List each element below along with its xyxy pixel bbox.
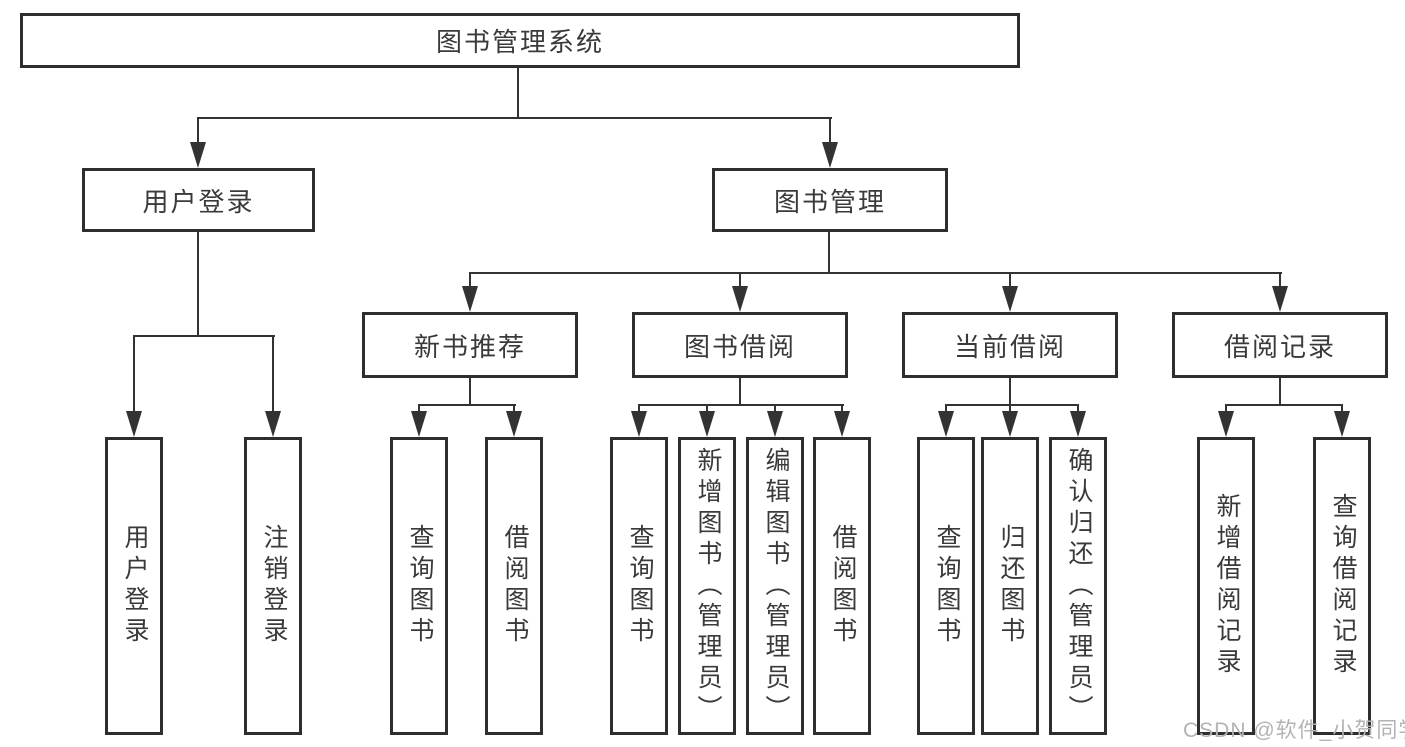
- leaf-borrow-add-book-admin: 新增图书（管理员）: [678, 437, 736, 735]
- leaf-records-query-record: 查询借阅记录: [1313, 437, 1371, 735]
- line: [638, 406, 640, 413]
- line: [774, 406, 776, 413]
- line: [133, 335, 275, 337]
- line: [272, 337, 274, 413]
- line: [197, 117, 832, 119]
- node-user-login: 用户登录: [82, 168, 315, 232]
- arrowhead-down-icon: [938, 411, 954, 437]
- line: [469, 274, 471, 288]
- leaf-borrow-edit-book-admin: 编辑图书（管理员）: [746, 437, 804, 735]
- leaf-current-return-book: 归还图书: [981, 437, 1039, 735]
- arrowhead-down-icon: [462, 286, 478, 312]
- line: [1225, 404, 1343, 406]
- line: [945, 404, 1079, 406]
- arrowhead-down-icon: [506, 411, 522, 437]
- leaf-logout-login: 注销登录: [244, 437, 302, 735]
- line: [197, 119, 199, 145]
- arrowhead-down-icon: [1272, 286, 1288, 312]
- line: [1077, 406, 1079, 413]
- arrowhead-down-icon: [1070, 411, 1086, 437]
- line: [1279, 378, 1281, 406]
- leaf-records-add-record: 新增借阅记录: [1197, 437, 1255, 735]
- arrowhead-down-icon: [1002, 286, 1018, 312]
- arrowhead-down-icon: [190, 142, 206, 168]
- arrowhead-down-icon: [411, 411, 427, 437]
- leaf-newbooks-borrow-book: 借阅图书: [485, 437, 543, 735]
- node-root-library-system: 图书管理系统: [20, 13, 1020, 68]
- arrowhead-down-icon: [1334, 411, 1350, 437]
- arrowhead-down-icon: [767, 411, 783, 437]
- line: [1009, 274, 1011, 288]
- line: [1341, 406, 1343, 413]
- line: [1009, 378, 1011, 406]
- line: [418, 406, 420, 413]
- leaf-borrow-borrow-book: 借阅图书: [813, 437, 871, 735]
- line: [1009, 406, 1011, 413]
- csdn-watermark: CSDN @软件_小贺同学: [1183, 719, 1405, 742]
- arrowhead-down-icon: [1218, 411, 1234, 437]
- node-borrow-records: 借阅记录: [1172, 312, 1388, 378]
- leaf-borrow-query-book: 查询图书: [610, 437, 668, 735]
- leaf-user-login: 用户登录: [105, 437, 163, 735]
- line: [469, 272, 1282, 274]
- node-current-borrow: 当前借阅: [902, 312, 1118, 378]
- node-book-borrow: 图书借阅: [632, 312, 848, 378]
- line: [418, 404, 516, 406]
- line: [517, 68, 519, 119]
- line: [1225, 406, 1227, 413]
- line: [638, 404, 844, 406]
- leaf-newbooks-query-book: 查询图书: [390, 437, 448, 735]
- line: [133, 337, 135, 413]
- line: [513, 406, 515, 413]
- arrowhead-down-icon: [699, 411, 715, 437]
- arrowhead-down-icon: [732, 286, 748, 312]
- arrowhead-down-icon: [822, 142, 838, 168]
- line: [197, 232, 199, 336]
- arrowhead-down-icon: [631, 411, 647, 437]
- node-book-management: 图书管理: [712, 168, 948, 232]
- leaf-current-query-book: 查询图书: [917, 437, 975, 735]
- arrowhead-down-icon: [834, 411, 850, 437]
- line: [469, 378, 471, 406]
- arrowhead-down-icon: [126, 411, 142, 437]
- line: [945, 406, 947, 413]
- line: [828, 232, 830, 274]
- node-new-book-recommend: 新书推荐: [362, 312, 578, 378]
- leaf-current-confirm-return-admin: 确认归还（管理员）: [1049, 437, 1107, 735]
- line: [829, 119, 831, 145]
- line: [739, 274, 741, 288]
- line: [1279, 274, 1281, 288]
- line: [841, 406, 843, 413]
- line: [739, 378, 741, 406]
- arrowhead-down-icon: [1002, 411, 1018, 437]
- line: [706, 406, 708, 413]
- arrowhead-down-icon: [265, 411, 281, 437]
